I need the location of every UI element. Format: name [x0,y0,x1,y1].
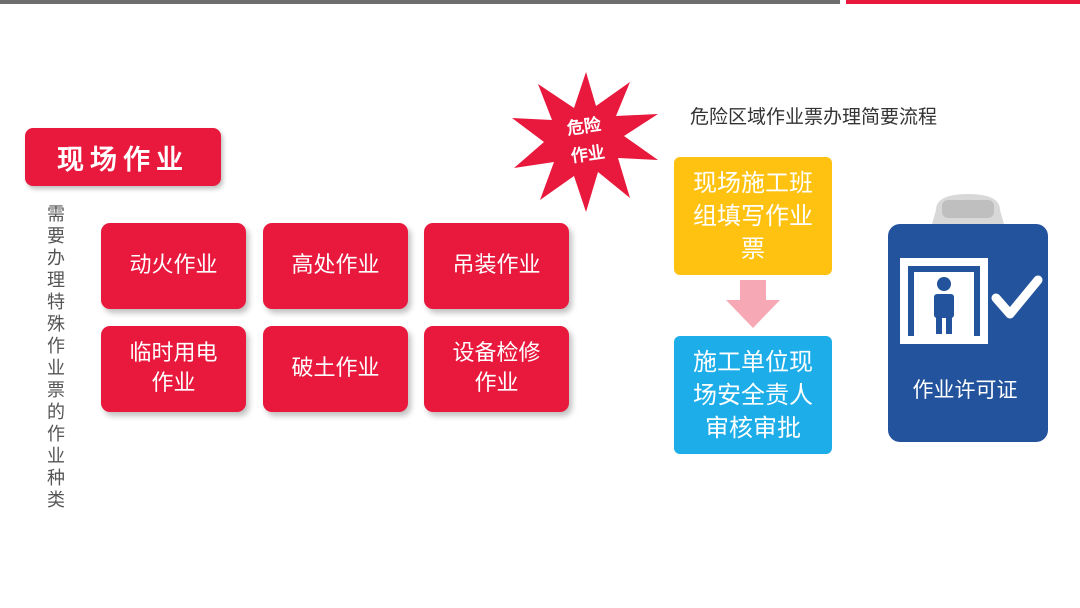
work-card-lifting: 吊装作业 [424,223,569,309]
permit-label: 作业许可证 [892,374,1038,404]
flow-step-approval: 施工单位现场安全责人审核审批 [674,336,832,454]
work-card-maintenance: 设备检修作业 [424,326,569,412]
work-card-hotwork: 动火作业 [101,223,246,309]
flow-title: 危险区域作业票办理简要流程 [690,102,990,129]
work-permit-clipboard-icon [878,190,1058,452]
flow-step-fill-ticket: 现场施工班组填写作业票 [674,157,832,275]
top-bar-gray [0,0,840,4]
top-bar-red [846,0,1080,4]
work-card-height: 高处作业 [263,223,408,309]
work-card-temp-power: 临时用电作业 [101,326,246,412]
section-tag: 现场作业 [25,128,221,186]
danger-badge-text: 危险 作业 [544,108,627,174]
down-arrow-icon [726,280,780,328]
work-card-excavation: 破土作业 [263,326,408,412]
vertical-note: 需要办理特殊作业票的作业种类 [44,204,68,512]
